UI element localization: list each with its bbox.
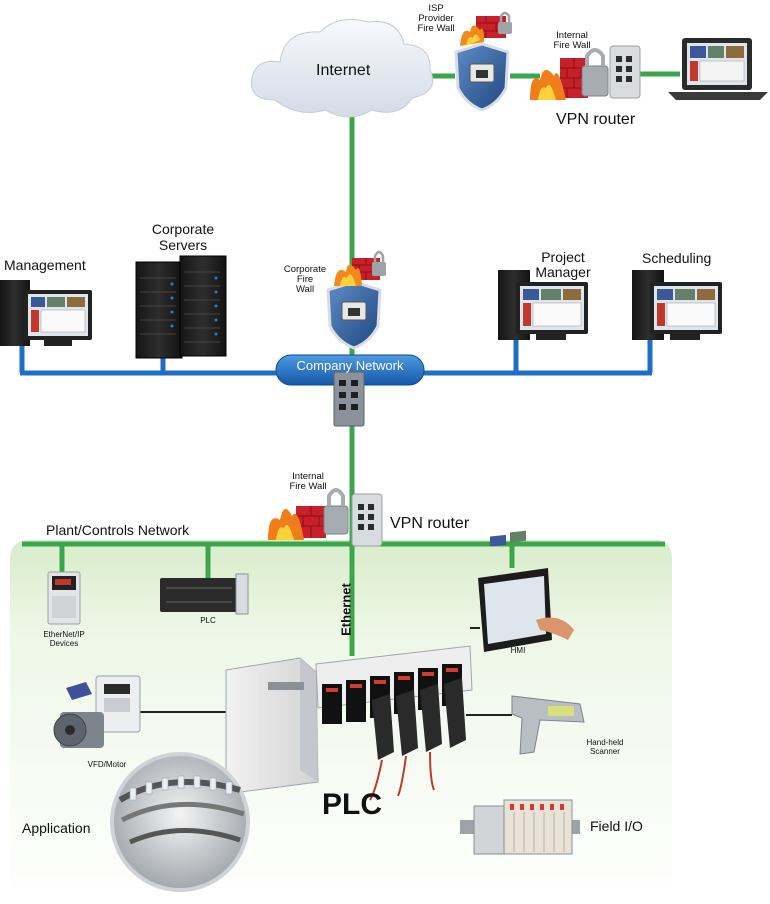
project-manager-label-line: Manager: [535, 264, 591, 280]
plant-network-label: Plant/Controls Network: [46, 522, 190, 538]
ethernet-ip-device-icon: [47, 571, 81, 625]
top-internal-firewall-icon: [530, 48, 609, 100]
field-io-icon: [460, 799, 580, 855]
company-switch-icon: [333, 371, 365, 427]
main-plc-label: PLC: [322, 788, 382, 821]
internet-label: Internet: [316, 62, 371, 79]
top-internal-firewall-label-line: Internal: [556, 30, 588, 41]
handheld-scanner-label-line: Scanner: [590, 747, 620, 756]
company-network-label: Company Network: [296, 358, 404, 373]
isp-firewall-label: ISP Provider Fire Wall: [412, 4, 460, 34]
isp-firewall-label-line: Provider: [418, 13, 454, 24]
corporate-servers-label: Corporate Servers: [138, 221, 228, 253]
field-io-label: Field I/O: [590, 818, 643, 834]
plant-internal-firewall-label: Internal Fire Wall: [284, 472, 332, 492]
management-label: Management: [4, 257, 86, 273]
scheduling-label: Scheduling: [642, 250, 712, 266]
top-vpn-router-icon: [609, 45, 641, 99]
top-internal-firewall-label: Internal Fire Wall: [548, 31, 596, 51]
application-label: Application: [22, 820, 91, 836]
plant-internal-firewall-icon: [268, 488, 349, 540]
plant-internal-firewall-label-line: Fire Wall: [289, 481, 327, 492]
ethernet-ip-devices-label-line: Devices: [49, 639, 79, 648]
ethernet-ip-devices-label-line: EtherNet/IP: [43, 630, 85, 639]
corporate-servers-icon: [135, 255, 227, 359]
isp-firewall-icon: [454, 11, 512, 112]
vfd-motor-label: VFD/Motor: [87, 760, 127, 769]
laptop-icon: [668, 38, 768, 100]
corporate-firewall-label-line: Corporate: [283, 264, 327, 275]
corporate-firewall-label-line: Fire: [296, 274, 314, 285]
top-vpn-router-label: VPN router: [556, 111, 636, 128]
corporate-firewall-label: Corporate Fire Wall: [282, 265, 328, 295]
device-links: [140, 627, 512, 716]
hmi-icon: [478, 530, 574, 652]
internet-cloud: [250, 19, 434, 118]
vfd-motor-icon: [53, 675, 141, 748]
small-plc-label: PLC: [200, 616, 216, 625]
corporate-firewall-icon: [326, 250, 386, 350]
handheld-scanner-icon: [511, 695, 585, 755]
ethernet-ip-devices-label: EtherNet/IP Devices: [36, 630, 92, 648]
project-manager-label: Project Manager: [528, 250, 598, 280]
management-computer-icon: [0, 280, 92, 346]
small-plc-icon: [160, 573, 249, 615]
plant-internal-firewall-label-line: Internal: [292, 471, 324, 482]
ethernet-label: Ethernet: [338, 583, 354, 636]
hmi-label: HMI: [510, 646, 526, 655]
main-plc-icon: [225, 645, 473, 801]
plant-vpn-router-icon: [351, 493, 383, 547]
handheld-scanner-label: Hand-held Scanner: [580, 738, 630, 756]
handheld-scanner-label-line: Hand-held: [586, 738, 624, 747]
plant-vpn-router-label: VPN router: [390, 515, 470, 532]
corporate-servers-label-line: Corporate: [151, 221, 215, 237]
isp-firewall-label-line: ISP: [428, 3, 444, 14]
application-conveyor-icon: [110, 752, 250, 892]
project-manager-computer-icon: [498, 270, 588, 340]
top-internal-firewall-label-line: Fire Wall: [553, 40, 591, 51]
corporate-servers-label-line: Servers: [158, 237, 208, 253]
isp-firewall-label-line: Fire Wall: [417, 23, 455, 34]
scheduling-computer-icon: [632, 270, 722, 340]
project-manager-label-line: Project: [541, 249, 585, 265]
corporate-firewall-label-line: Wall: [295, 284, 315, 295]
